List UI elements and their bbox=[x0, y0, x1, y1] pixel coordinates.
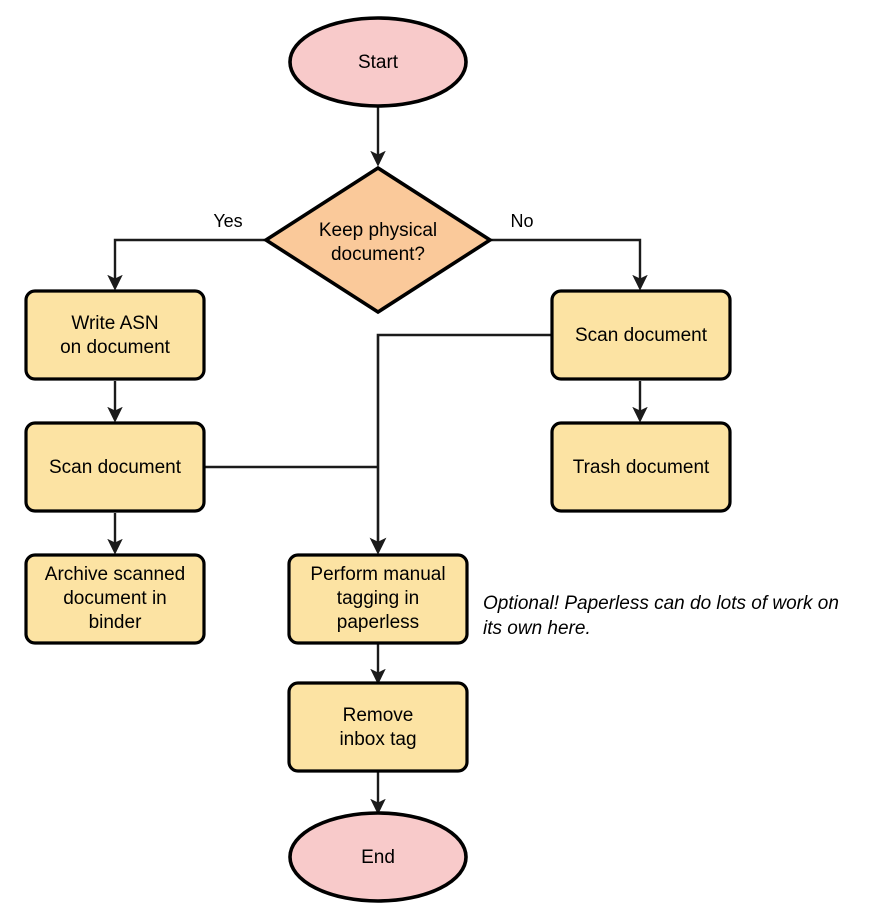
remove-inbox-box bbox=[287, 681, 469, 773]
edge-scan-right-to-tagging bbox=[369, 333, 552, 555]
remove-inbox-label-line2: inbox tag bbox=[339, 729, 416, 750]
node-archive-scanned-document[interactable]: Archive scanned document in binder bbox=[24, 553, 206, 645]
decision-label-line1: Keep physical bbox=[319, 220, 437, 241]
tagging-box bbox=[287, 553, 469, 645]
archive-label-line2: document in bbox=[63, 588, 167, 609]
edge-decision-no-to-scan-right bbox=[490, 238, 648, 291]
end-label: End bbox=[361, 847, 395, 868]
trash-box bbox=[550, 421, 732, 513]
edge-decision-yes-to-write-asn bbox=[107, 238, 266, 291]
node-end[interactable]: End bbox=[288, 811, 468, 903]
node-write-asn-on-document[interactable]: Write ASN on document bbox=[24, 289, 206, 381]
end-ellipse bbox=[288, 811, 468, 903]
write-asn-label-line2: on document bbox=[60, 337, 171, 358]
node-trash-document[interactable]: Trash document bbox=[550, 421, 732, 513]
write-asn-box bbox=[24, 289, 206, 381]
connector-layer bbox=[107, 103, 648, 815]
write-asn-label-line1: Write ASN bbox=[71, 313, 158, 334]
scan-right-box bbox=[550, 289, 732, 381]
start-ellipse bbox=[288, 16, 468, 108]
scan-left-label: Scan document bbox=[49, 457, 182, 478]
edge-label-no: No bbox=[510, 211, 533, 231]
annotation-optional-note: Optional! Paperless can do lots of work … bbox=[483, 593, 839, 639]
archive-label-line1: Archive scanned bbox=[45, 564, 185, 585]
node-start[interactable]: Start bbox=[288, 16, 468, 108]
optional-note-line1: Optional! Paperless can do lots of work … bbox=[483, 593, 839, 614]
scan-right-label: Scan document bbox=[575, 325, 708, 346]
edge-label-yes: Yes bbox=[213, 211, 242, 231]
node-decision-keep-physical-document[interactable]: Keep physical document? bbox=[262, 165, 494, 315]
node-scan-document-right[interactable]: Scan document bbox=[550, 289, 732, 381]
archive-box bbox=[24, 553, 206, 645]
remove-inbox-label-line1: Remove bbox=[343, 705, 414, 726]
trash-label: Trash document bbox=[573, 457, 710, 478]
node-perform-manual-tagging[interactable]: Perform manual tagging in paperless bbox=[287, 553, 469, 645]
optional-note-line2: its own here. bbox=[483, 618, 591, 639]
node-remove-inbox-tag[interactable]: Remove inbox tag bbox=[287, 681, 469, 773]
archive-label-line3: binder bbox=[89, 612, 142, 633]
node-scan-document-left[interactable]: Scan document bbox=[24, 421, 206, 513]
tagging-label-line2: tagging in bbox=[337, 588, 419, 609]
decision-label-line2: document? bbox=[331, 244, 425, 265]
tagging-label-line3: paperless bbox=[337, 612, 419, 633]
start-label: Start bbox=[358, 52, 399, 73]
decision-diamond bbox=[262, 165, 494, 315]
scan-left-box bbox=[24, 421, 206, 513]
tagging-label-line1: Perform manual bbox=[310, 564, 445, 585]
